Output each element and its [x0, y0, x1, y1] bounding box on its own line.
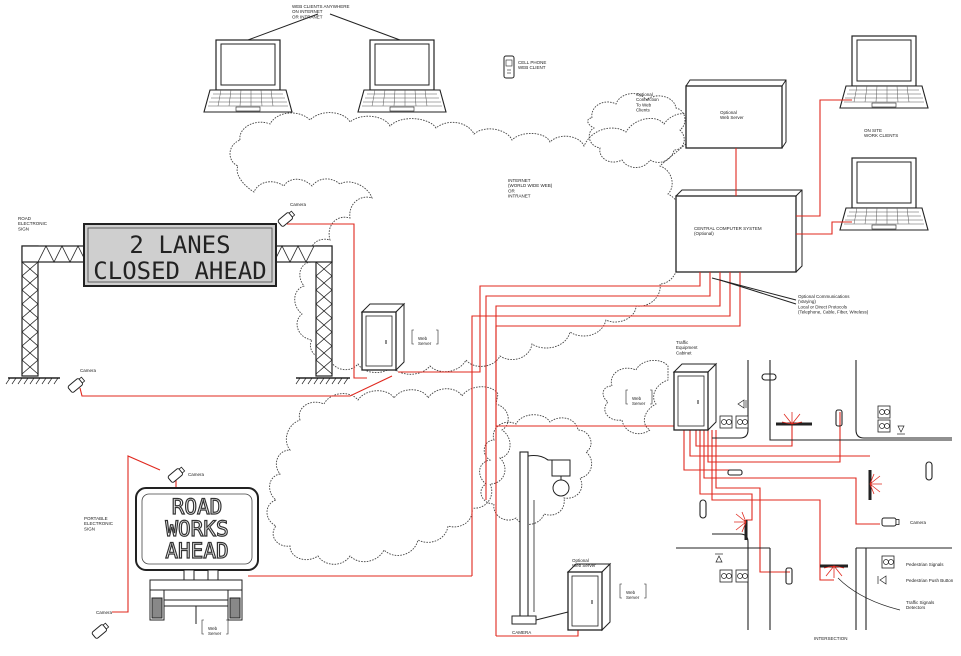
overhead-sign-gantry: [5, 245, 350, 385]
label-camera-ground: Camera: [80, 368, 97, 373]
laptop-web-client-right: [357, 39, 447, 113]
portable-sign-trailer: [135, 487, 259, 624]
portable-sign-line3: AHEAD: [165, 539, 228, 563]
label-intersection: INTERSECTION: [814, 636, 848, 641]
camera-pole-cabinet: [567, 563, 611, 631]
label-camera-portable: Camera: [188, 472, 205, 477]
camera-icon-ground: [66, 375, 87, 394]
cloud-top-right: [587, 93, 686, 168]
camera-icon-portable-ground: [90, 621, 111, 640]
laptop-onsite-client-bottom: [839, 157, 929, 231]
web-server-cabinet-middle: [361, 303, 405, 371]
push-button-icons: [715, 399, 905, 585]
traffic-equipment-cabinet: [673, 363, 717, 431]
intersection-roads: [676, 360, 952, 630]
legend-push-button: Pedestrian Push Button: [906, 578, 954, 583]
laptop-web-client-left: [203, 39, 293, 113]
label-brackets: [201, 329, 653, 635]
red-link-network: [79, 99, 880, 637]
traffic-signals: [734, 412, 882, 578]
label-camera-pole: CAMERA: [512, 630, 531, 635]
camera-pole: [511, 451, 571, 625]
legend-pedestrian-signals: Pedestrian Signals: [906, 562, 944, 567]
camera-icon-intersection: [881, 517, 900, 527]
label-camera-gantry: Camera: [290, 202, 307, 207]
legend-leader-line: [837, 577, 901, 611]
overhead-sign-line2: CLOSED AHEAD: [93, 257, 266, 285]
laptop-onsite-client-top: [839, 35, 929, 109]
optional-web-server-box: [685, 79, 787, 149]
overhead-message-board: [83, 223, 277, 287]
internet-cloud-lower: [266, 386, 511, 565]
overhead-sign-line1: 2 LANES: [129, 231, 230, 259]
label-camera-intersection: Camera: [910, 520, 927, 525]
portable-sign-line2: WORKS: [165, 517, 228, 541]
cell-phone-icon: [503, 55, 515, 79]
cloud-traffic: [602, 360, 669, 434]
internet-cloud: [229, 112, 697, 375]
label-camera-portable-ground: Camera: [96, 610, 113, 615]
label-comms-note: Optional Communications(Varying)Local or…: [798, 294, 869, 315]
portable-sign-line1: ROAD: [172, 495, 223, 519]
central-computer-system-box: [675, 189, 803, 273]
label-central-server: CENTRAL COMPUTER SYSTEM(Optional): [694, 226, 762, 236]
